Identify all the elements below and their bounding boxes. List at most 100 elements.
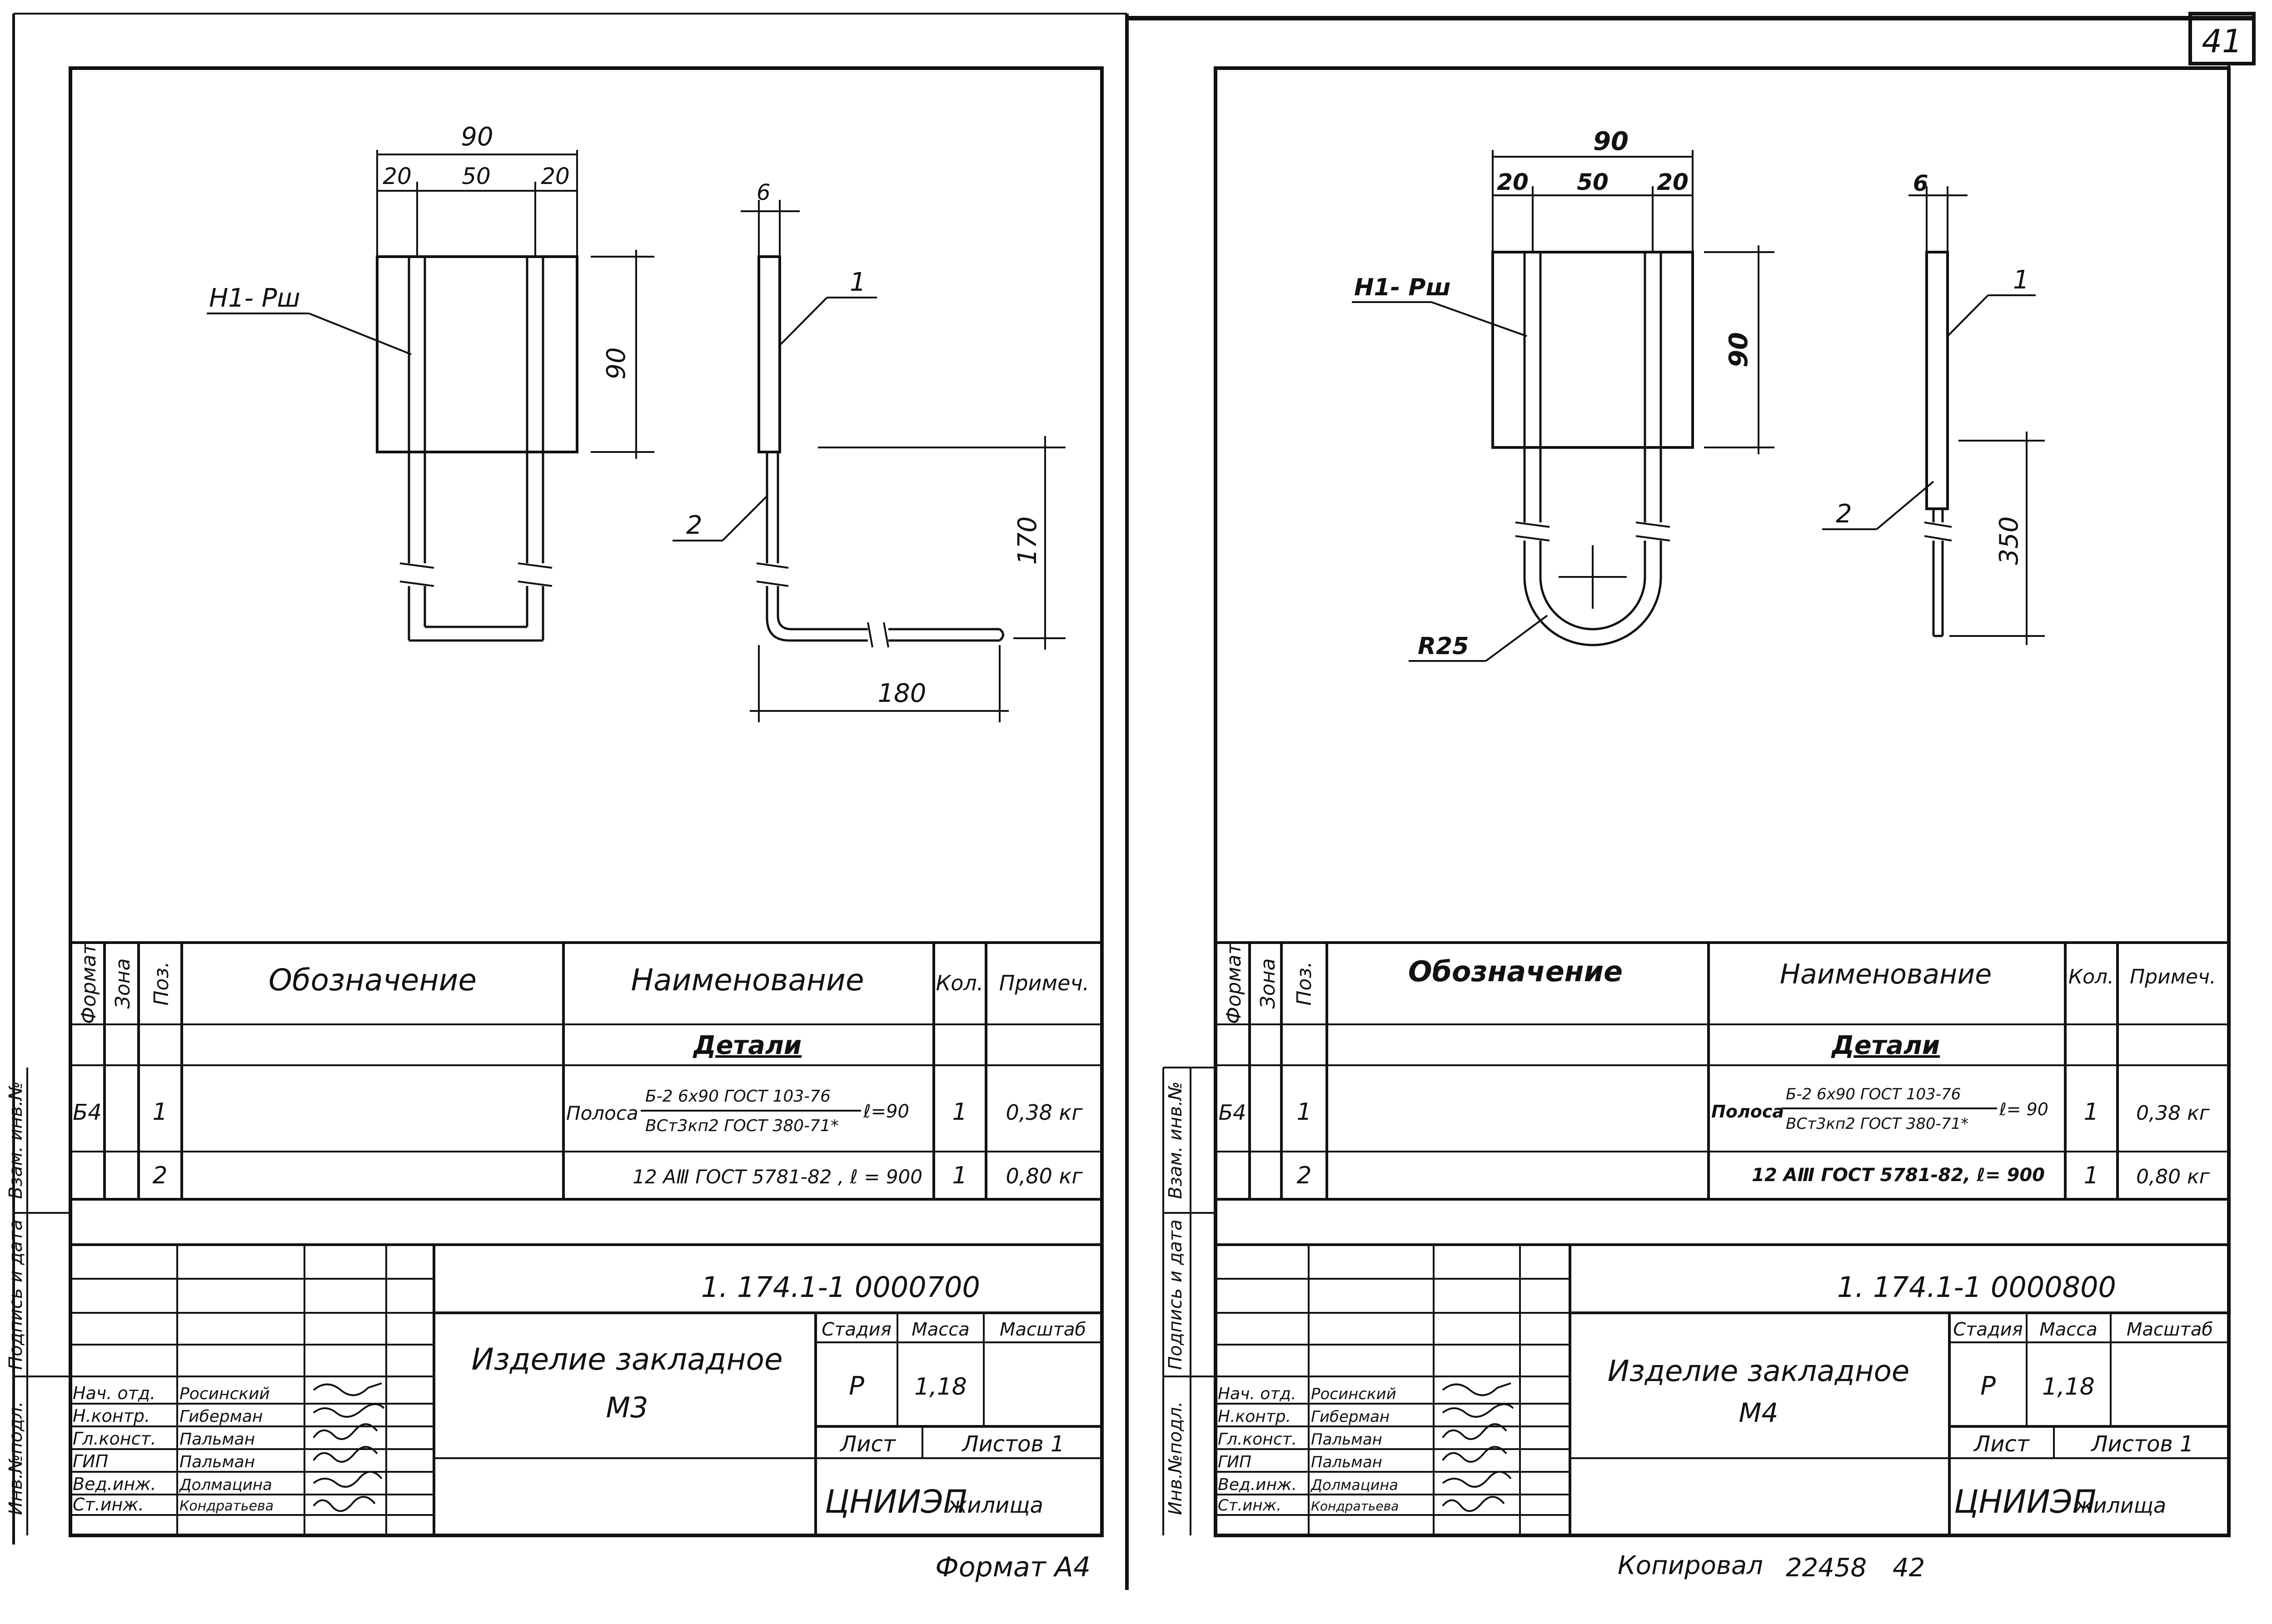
spec-row2-note-m4: 0,80 кг: [2136, 1165, 2210, 1188]
spec-header-note: Примеч.: [999, 971, 1090, 995]
pos-1-label-m4: 1: [2013, 265, 2029, 295]
spec-header-name-m4: Наименование: [1780, 959, 1992, 990]
stamp-sign-date: Подпись и дата: [5, 1219, 26, 1370]
dim-total-width-m4: 90: [1593, 127, 1629, 156]
spec-row1-name-prefix-m4: Полоса: [1711, 1102, 1784, 1122]
role-1: Нач. отд.: [73, 1383, 155, 1403]
dim-leg-horizontal: 180: [878, 679, 927, 708]
role-5: Вед.инж.: [73, 1474, 156, 1494]
stamp-sign-date-m4: Подпись и дата: [1165, 1219, 1186, 1370]
page-number-box: [2188, 12, 2256, 65]
stage-label: Стадия: [822, 1319, 891, 1340]
spec-row1-note-m4: 0,38 кг: [2136, 1102, 2210, 1125]
sheet-left: 90 20 50 20 90 Н1- Рш: [5, 66, 1104, 1583]
spec-row2-qty: 1: [952, 1162, 967, 1189]
role-3: Гл.конст.: [73, 1429, 156, 1449]
copy-number: 22458: [1786, 1553, 1867, 1583]
dim-plate-height: 90: [602, 347, 631, 379]
dim-right-margin: 20: [541, 163, 570, 189]
dim-leg-vertical-m4: 350: [1994, 517, 2024, 565]
sheets-count-label-m4: Листов 1: [2090, 1431, 2193, 1457]
name-4: Пальман: [179, 1453, 255, 1471]
spec-row2-name: 12 АⅢ ГОСТ 5781-82 , ℓ = 900: [633, 1166, 922, 1188]
stamp-orig-inv-m4: Инв.№подл.: [1165, 1401, 1186, 1515]
spec-row1-name-prefix: Полоса: [566, 1102, 638, 1124]
spec-row1-name-suffix: ℓ=90: [863, 1101, 909, 1122]
spec-row1-pos-m4: 1: [1296, 1098, 1311, 1126]
name-2: Гиберман: [179, 1407, 263, 1426]
role-3-m4: Гл.конст.: [1218, 1430, 1297, 1449]
spec-row1-format-m4: Б4: [1219, 1100, 1246, 1125]
sheets-count-label: Листов 1: [961, 1431, 1064, 1457]
spec-row2-pos: 2: [152, 1162, 167, 1189]
dim-leg-vertical: 170: [1013, 517, 1042, 565]
name-5: Долмацина: [179, 1476, 272, 1494]
spec-section-title: Детали: [693, 1031, 802, 1060]
dim-plate-height-m4: 90: [1724, 332, 1754, 368]
spec-row2-note: 0,80 кг: [1006, 1164, 1083, 1188]
plate-side-view-m4: [1925, 251, 1949, 510]
name-1-m4: Росинский: [1311, 1385, 1396, 1403]
role-1-m4: Нач. отд.: [1218, 1385, 1296, 1403]
org-sub: жилища: [947, 1493, 1043, 1518]
mass-value: 1,18: [914, 1373, 967, 1401]
spec-row1-name-suffix-m4: ℓ= 90: [1999, 1099, 2048, 1119]
title-block: [70, 1243, 1102, 1535]
radius-label: R25: [1418, 633, 1469, 660]
copy-sheet: 42: [1893, 1553, 1925, 1583]
org-main: ЦНИИЭП: [825, 1483, 967, 1520]
spec-header-format: Формат: [77, 942, 100, 1024]
spec-row1-pos: 1: [152, 1098, 167, 1126]
signatures: [313, 1382, 385, 1512]
dim-thickness-m4: 6: [1913, 171, 1928, 196]
dim-rod-spacing: 50: [462, 163, 491, 189]
dim-mid-m4: 50: [1577, 169, 1609, 195]
dim-left-margin: 20: [383, 163, 412, 189]
name-6: Кондратьева: [179, 1498, 274, 1514]
dim-plate-thickness: 6: [757, 180, 771, 205]
stage-value: Р: [849, 1371, 864, 1401]
spec-header-name: Наименование: [631, 963, 864, 998]
format-footer: Формат А4: [935, 1551, 1091, 1583]
spec-row2-name-m4: 12 АⅢ ГОСТ 5781-82, ℓ= 900: [1752, 1165, 2045, 1186]
spec-row1-qty-m4: 1: [2083, 1098, 2098, 1126]
role-5-m4: Вед.инж.: [1218, 1475, 1297, 1494]
copied-by-label: Копировал: [1618, 1551, 1763, 1580]
pos-1-label: 1: [850, 268, 866, 297]
plate-front-view: [376, 255, 578, 453]
u-rod-front: [1515, 252, 1670, 646]
sheet-left-frame: [69, 66, 1104, 1537]
spec-row1-name-top: Б-2 6х90 ГОСТ 103-76: [645, 1087, 831, 1106]
spec-row1-format: Б4: [73, 1100, 101, 1125]
title-line-1: Изделие закладное: [471, 1342, 782, 1377]
role-4-m4: ГИП: [1218, 1453, 1251, 1471]
role-2-m4: Н.контр.: [1218, 1407, 1291, 1426]
spec-table-m4: [1216, 941, 2229, 1201]
name-1: Росинский: [179, 1385, 270, 1403]
spec-header-qty-m4: Кол.: [2068, 965, 2114, 988]
plate-front-view-m4: [1491, 251, 1694, 449]
title-line-1-m4: Изделие закладное: [1608, 1355, 1909, 1388]
role-4: ГИП: [73, 1451, 108, 1471]
role-2: Н.контр.: [73, 1406, 150, 1426]
dim-left-m4: 20: [1497, 169, 1529, 195]
spec-row2-qty-m4: 1: [2083, 1162, 2098, 1189]
signatures-m4: [1442, 1382, 1514, 1512]
dim-right-m4: 20: [1657, 169, 1689, 195]
spec-header-zone: Зона: [111, 959, 135, 1009]
pos-2-label-m4: 2: [1836, 499, 1852, 529]
document-code-m4: 1. 174.1-1 0000800: [1837, 1271, 2116, 1304]
spec-section-title-m4: Детали: [1831, 1031, 1940, 1060]
spec-header-designation-m4: Обозначение: [1408, 955, 1623, 988]
name-2-m4: Гиберман: [1311, 1408, 1390, 1426]
sheet-label-m4: Лист: [1973, 1431, 2030, 1457]
stage-value-m4: Р: [1980, 1371, 1996, 1401]
org-sub-m4: жилища: [2074, 1493, 2166, 1518]
side-stamp-left: [14, 1068, 70, 1535]
mass-label: Масса: [912, 1319, 970, 1340]
scale-label: Масштаб: [1000, 1319, 1086, 1340]
spec-row1-name-bottom: ВСт3кп2 ГОСТ 380-71*: [645, 1117, 839, 1135]
anchor-rods: [399, 257, 553, 642]
name-4-m4: Пальман: [1311, 1453, 1382, 1471]
side-stamp-right: [1162, 1067, 1216, 1535]
